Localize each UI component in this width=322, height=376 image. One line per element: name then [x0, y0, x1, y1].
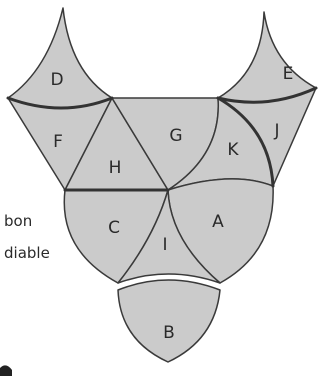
piece-d [8, 8, 112, 108]
caption-line-1: bon [4, 212, 32, 230]
label-b: B [163, 323, 175, 343]
label-h: H [109, 158, 122, 178]
label-g: G [169, 126, 182, 146]
label-a: A [212, 212, 224, 232]
label-c: C [108, 218, 120, 238]
caption-line-2: diable [4, 244, 50, 262]
label-d: D [50, 70, 63, 90]
label-j: J [273, 121, 279, 141]
label-k: K [227, 140, 239, 160]
piece-e [218, 12, 316, 102]
piece-b [118, 280, 220, 362]
label-e: E [283, 64, 294, 84]
label-f: F [53, 132, 63, 152]
corner-mark [0, 365, 12, 376]
label-i: I [162, 235, 167, 255]
